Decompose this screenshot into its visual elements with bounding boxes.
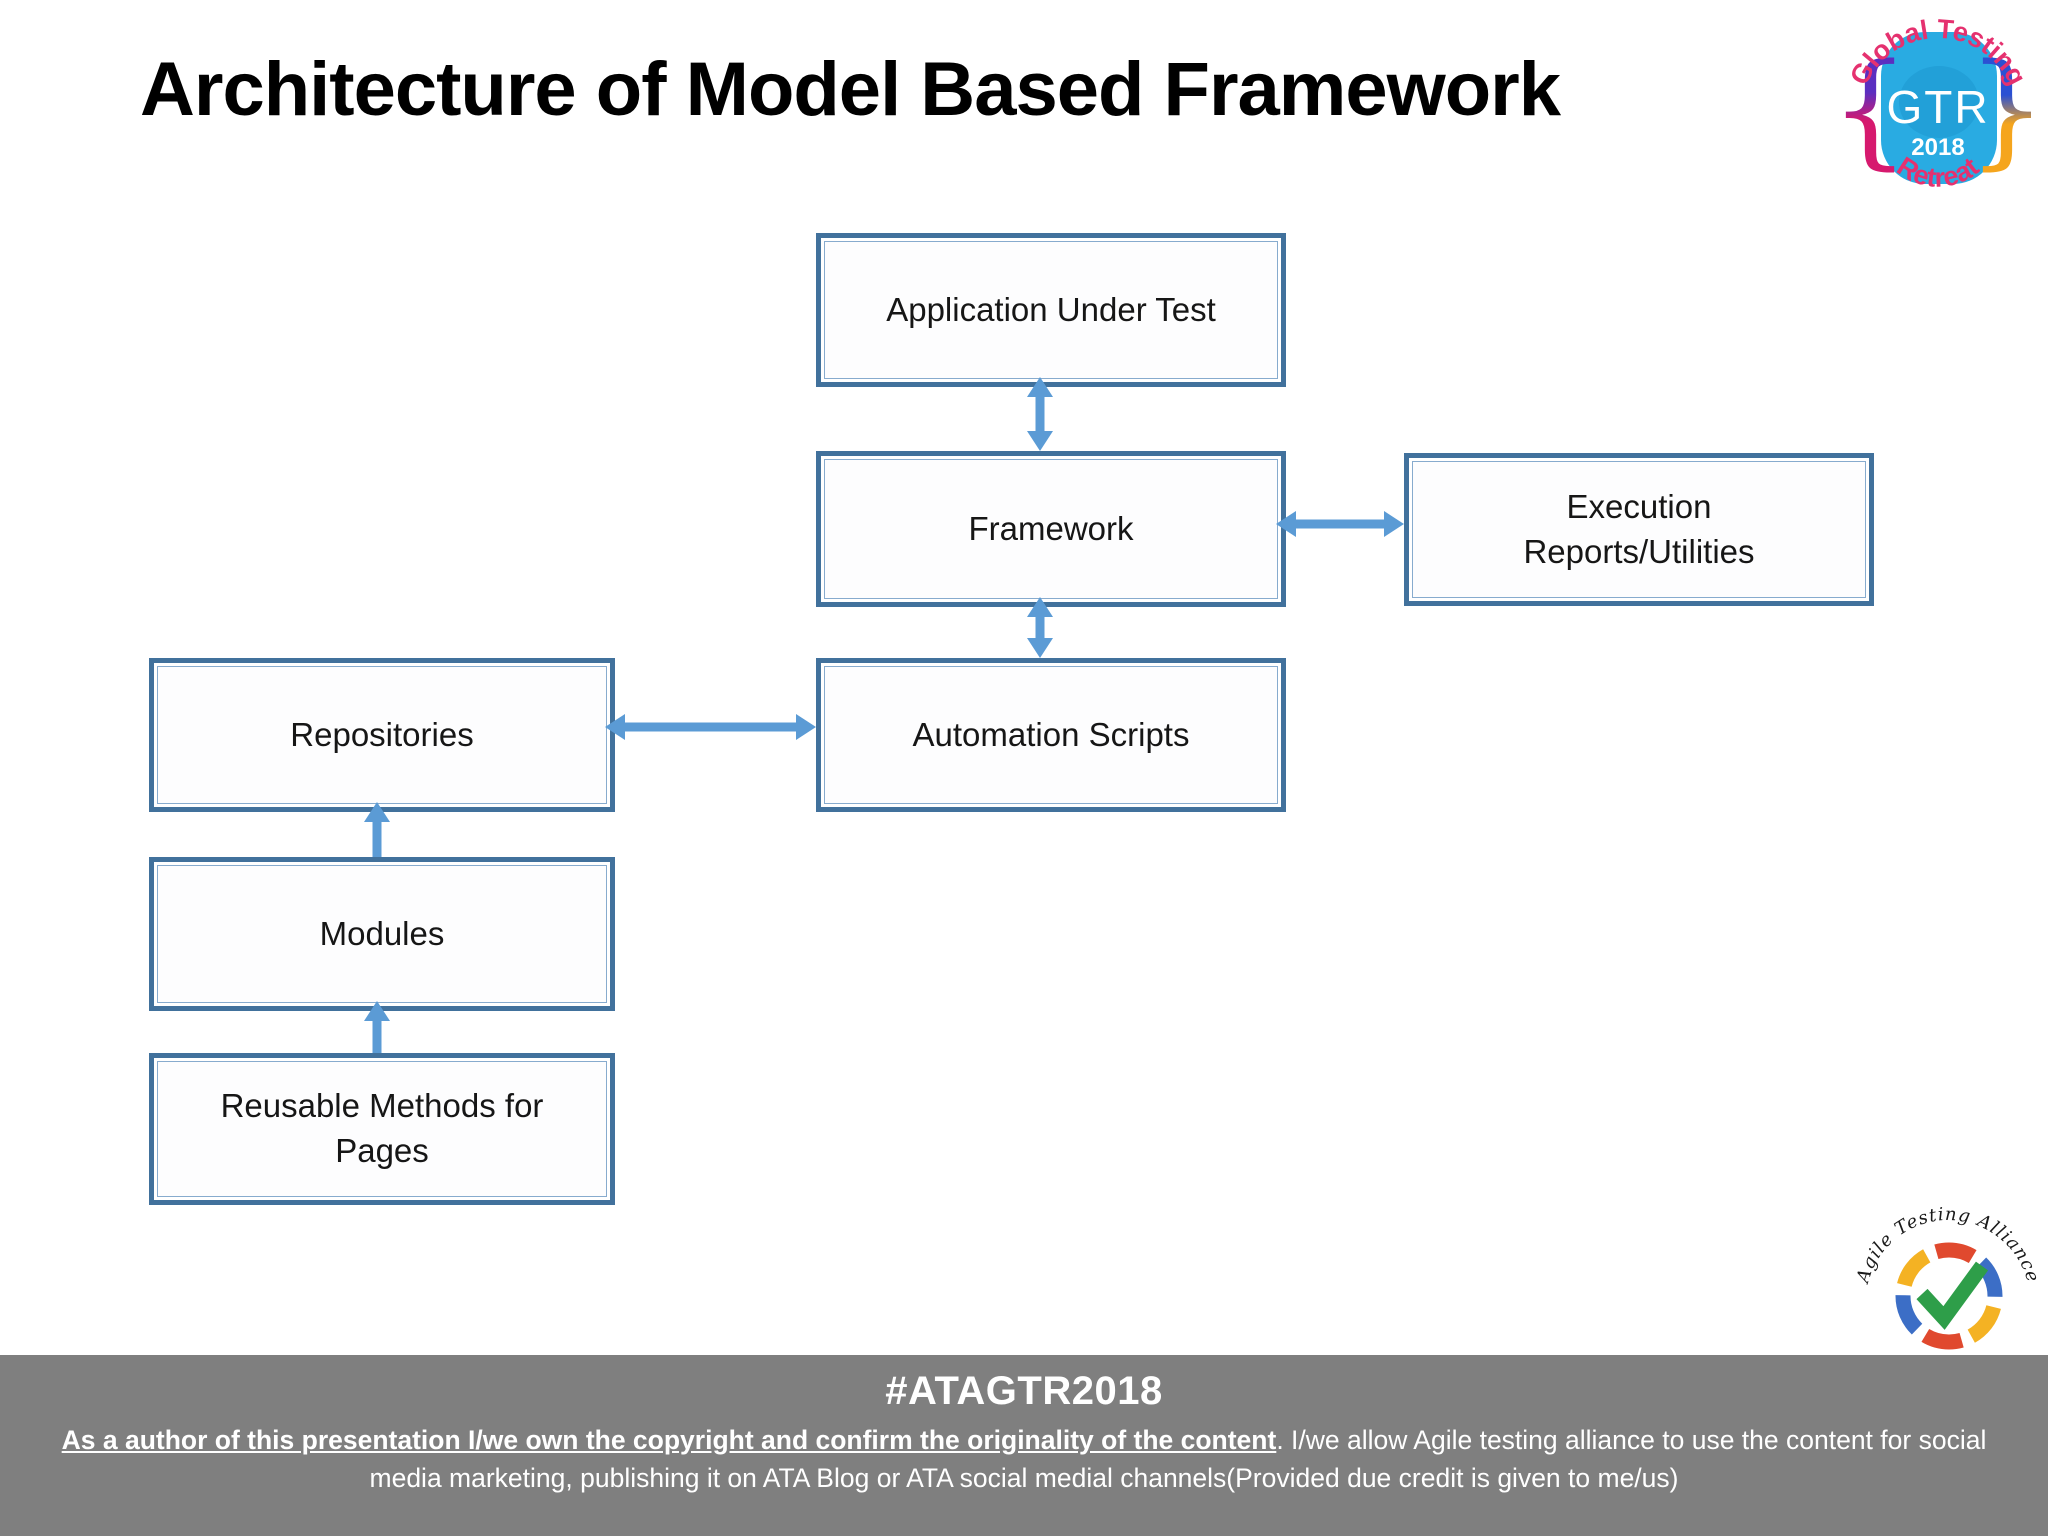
box-automation-scripts: Automation Scripts [816,658,1286,812]
ata-checkmark-icon [1916,1261,1989,1330]
box-framework: Framework [816,451,1286,607]
footer-bar: #ATAGTR2018 As a author of this presenta… [0,1355,2048,1536]
arrow-repositories-automation [605,710,816,744]
arrow-aut-framework [1023,377,1057,451]
gtr-blue-shape [1881,32,1997,184]
box-label: Automation Scripts [912,715,1190,753]
footer-copyright-rest: . I/we allow Agile testing alliance to u… [369,1425,1987,1493]
box-label: Reusable Methods for Pages [220,1087,544,1169]
gtr-left-brace-icon: { [1845,37,1910,182]
agile-testing-alliance-logo: Agile Testing Alliance [1856,1204,2040,1350]
gtr-year: 2018 [1911,134,1964,161]
page-title: Architecture of Model Based Framework [140,47,1561,132]
footer-hashtag: #ATAGTR2018 [885,1369,1163,1413]
footer-copyright: As a author of this presentation I/we ow… [29,1422,2019,1497]
box-execution-reports-utilities: Execution Reports/Utilities [1404,453,1874,606]
box-label: Framework [968,509,1134,547]
gtr-map-texture [1899,66,1979,138]
box-reusable-methods-for-pages: Reusable Methods for Pages [149,1053,615,1205]
box-repositories: Repositories [149,658,615,812]
arrow-framework-automation [1023,597,1057,658]
box-application-under-test: Application Under Test [816,233,1286,387]
arrow-reusable-modules [360,1001,394,1053]
gtr-right-brace-icon: } [1967,37,2031,182]
box-label: Application Under Test [886,290,1216,328]
gtr-acronym: GTR [1886,81,1989,133]
box-label: Repositories [290,715,474,753]
box-label: Execution Reports/Utilities [1523,487,1755,570]
footer-copyright-bold: As a author of this presentation I/we ow… [61,1425,1277,1455]
arrow-framework-execution [1276,507,1404,541]
box-label: Modules [319,914,445,952]
gtr-2018-logo: { } GTR 2018 Global Testing Retreat [1845,14,2031,193]
box-modules: Modules [149,857,615,1011]
arrow-modules-repositories [360,802,394,857]
ata-ring [1895,1242,2003,1350]
